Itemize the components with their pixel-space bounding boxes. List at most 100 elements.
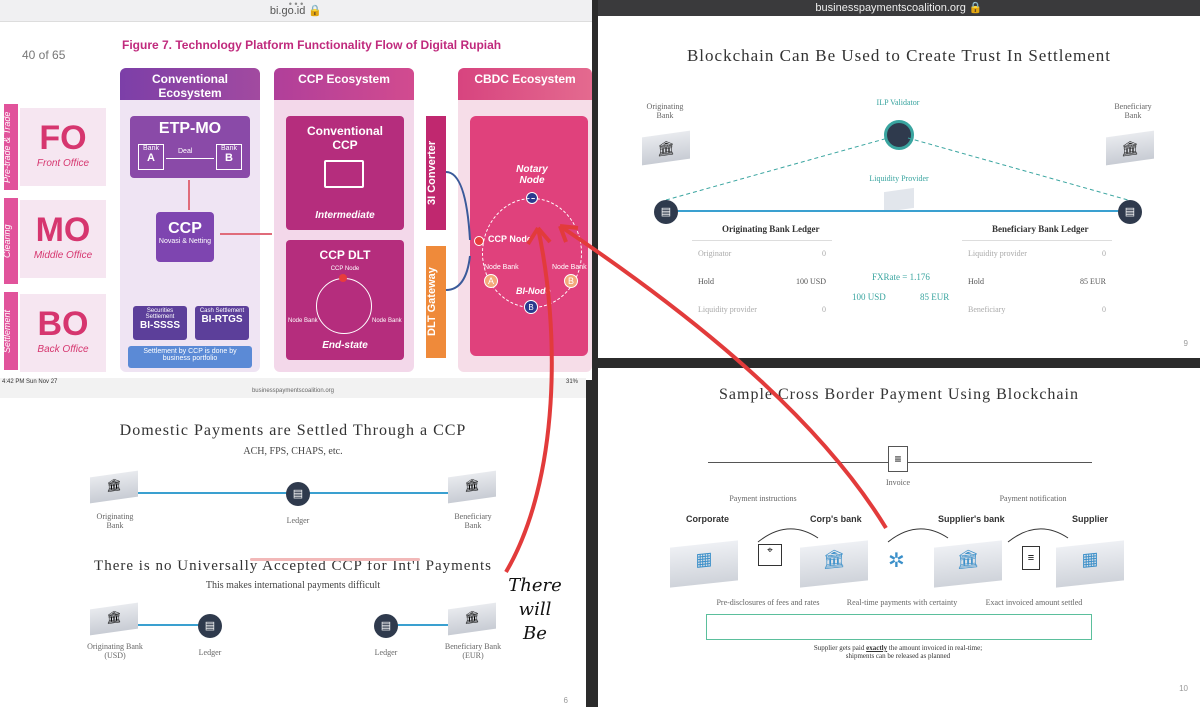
benef-ledger-icon: ▤ [1118,200,1142,224]
cash-settle-label: Cash Settlement [199,308,245,314]
ccp-node-dot [339,274,347,282]
url-bar-2[interactable]: businesspaymentscoalition.org 🔒 [598,0,1200,16]
node-a-letter: A [487,276,494,286]
supplier-label: Supplier [1072,514,1109,524]
node-bank-right-label: Node Bank [372,318,402,324]
orig-row2-value: 100 USD [795,277,826,286]
node-b-letter: B [567,276,574,286]
orig-row1-value: 0 [822,249,826,258]
bank-a-label: Bank [143,145,159,152]
page-number-9: 9 [1183,339,1188,348]
url-bar[interactable]: • • •bi.go.id 🔒 [0,0,592,22]
fo-text: FO [39,119,87,157]
conventional-header: Conventional Ecosystem [120,68,260,100]
status-bar: 4:42 PM Sun Nov 27 31% [0,378,586,388]
ccp-label: CCP [168,220,202,237]
etp-to-ccp-arrow [188,180,190,210]
ripple-icon: ✲ [888,550,905,572]
handwriting-line-3: Be [523,623,547,644]
bottom-left-panel: 4:42 PM Sun Nov 27 31% businesspaymentsc… [0,378,586,707]
domestic-benef-label: Beneficiary Bank [454,512,492,530]
orig-ledger-table: Originator 0 Hold 100 USD Liquidity prov… [692,240,832,320]
settlement-line [664,210,1130,212]
row-band-3 [4,292,18,370]
bo-text: BO [37,305,89,343]
corporate-label: Corporate [686,514,730,524]
ilp-validator-label: ILP Validator [876,98,920,107]
note-part-2: the amount invoiced in real-time; [888,644,983,652]
ccp-dlt-label: CCP DLT [319,248,371,262]
bo-label: Back Office [37,344,89,355]
figure-title: Figure 7. Technology Platform Functional… [122,38,502,52]
intl-bank-right: 🏛 [448,602,496,636]
orig-ledger-title: Originating Bank Ledger [722,224,820,234]
node-a-circle: A [484,274,498,288]
bi-node-circle: B [524,300,538,314]
fx-rate: FXRate = 1.176 [872,272,930,282]
benef-ledger-table: Liquidity provider 0 Hold 85 EUR Benefic… [962,240,1112,320]
handwritten-note: There will Be [500,574,570,646]
benef-row1-value: 0 [1102,249,1106,258]
slide-title-trust: Blockchain Can Be Used to Create Trust I… [686,46,1112,65]
cbdc-box: Notary Node CCP Node Node Bank A Node Ba… [470,116,588,356]
liquidity-provider-label: Liquidity Provider [869,174,929,183]
ccp-sub-label: Novasi & Netting [158,238,212,245]
bi-rtgs-box: Cash Settlement BI-RTGS [195,306,249,340]
bank-b-letter: B [225,152,233,164]
ccp-node-red-dot [474,236,484,246]
converter-label: 3I Converter [426,140,438,206]
red-underline [250,558,420,561]
feature-2-label: Real-time payments with certainty [846,598,958,607]
slide-subtitle-intl: This makes international payments diffic… [205,580,381,591]
intl-bank-left: 🏛 [90,602,138,636]
domestic-bank-left: 🏛 [90,470,138,504]
url-text-3: businesspaymentscoalition.org [251,388,335,394]
intl-ledger-left-icon: ▤ [198,614,222,638]
payment-notification-label: Payment notification [999,494,1067,503]
orig-row3-value: 0 [822,305,826,314]
dlt-ring [316,278,372,334]
cbdc-node-bank-a-label: Node Bank [484,264,519,271]
domestic-bank-right: 🏛 [448,470,496,504]
flow-arcs [757,528,1069,543]
bank-a-letter: A [147,152,155,164]
row-label-pretrade: Pre-trade & Trade [2,111,12,183]
fx-eur: 85 EUR [920,292,950,302]
dashed-trust-lines [665,137,1129,201]
status-time: 4:42 PM Sun Nov 27 [2,379,58,385]
page-number-10: 10 [1179,684,1188,693]
url-bar-3[interactable]: businesspaymentscoalition.org [0,388,586,398]
page-counter: 40 of 65 [22,48,66,62]
row-band-2 [4,198,18,284]
orig-row1-label: Originator [698,249,732,258]
note-part-3: shipments can be released as planned [845,652,951,660]
payment-instructions-label: Payment instructions [729,494,797,503]
monitor-icon [324,160,364,188]
intermediate-label: Intermediate [315,210,375,221]
intl-ledger-right-label: Ledger [374,648,398,657]
note-bold: exactly [866,644,888,652]
benef-row1-label: Liquidity provider [968,249,1027,258]
dlt-gateway-label: DLT Gateway [426,267,438,337]
handwriting-line-1: There [508,575,562,596]
slide-title-domestic: Domestic Payments are Settled Through a … [119,422,467,439]
feature-1-label: Pre-disclosures of fees and rates [716,598,820,607]
row-band-1 [4,104,18,190]
ccp-dlt-box: CCP DLT CCP Node Node Bank Node Bank End… [286,240,404,360]
converter-box [426,116,446,230]
domestic-ledger-icon: ▤ [286,482,310,506]
corporate-platform: ▦ [670,540,738,588]
sec-settle-label: Securities Settlement [145,308,175,320]
top-right-panel: businesspaymentscoalition.org 🔒 Blockcha… [598,0,1200,358]
document-icon: ≡ [1022,546,1040,570]
feature-3-label: Exact invoiced amount settled [985,598,1083,607]
domestic-orig-label: Originating Bank [96,512,134,530]
orig-row2-label: Hold [698,277,714,286]
domestic-ledger-label: Ledger [286,516,310,525]
benef-ledger-title: Beneficiary Bank Ledger [992,224,1089,234]
note-part-1: Supplier gets paid [813,644,865,652]
